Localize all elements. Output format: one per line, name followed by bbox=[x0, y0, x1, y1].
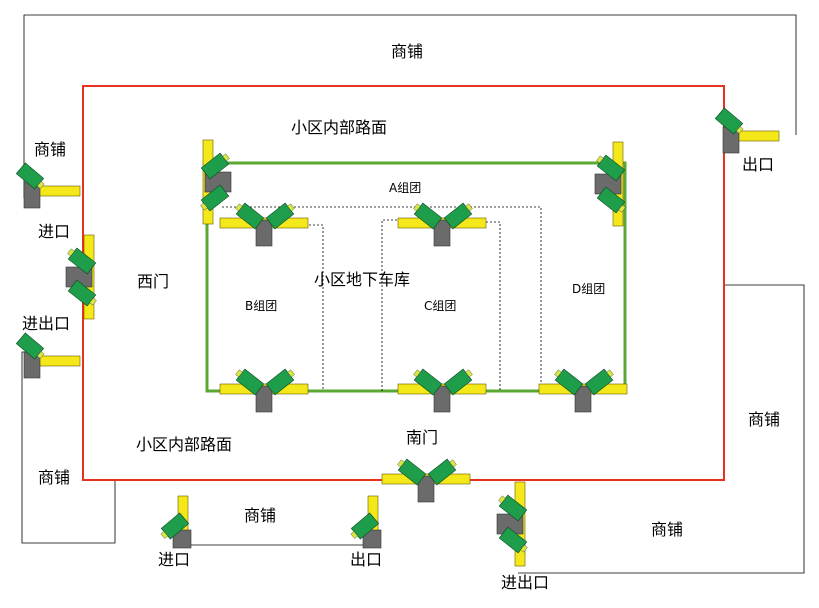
label-exit-top-right: 出口 bbox=[742, 155, 775, 174]
group-c-outline-right bbox=[478, 221, 501, 391]
label-shop-left-upper: 商铺 bbox=[34, 140, 67, 159]
barrier-gate-exit-top-right bbox=[714, 107, 780, 154]
barrier-gate-south bbox=[381, 456, 471, 503]
label-group-a: A组团 bbox=[389, 181, 422, 195]
barrier-gate-entrance-exit-left bbox=[15, 332, 81, 379]
label-west-gate: 西门 bbox=[137, 272, 170, 291]
barrier-gate-garage-top-left bbox=[197, 139, 233, 225]
label-south-gate: 南门 bbox=[406, 428, 439, 447]
label-internal-road-bottom: 小区内部路面 bbox=[136, 435, 233, 454]
barrier-gate-garage-top-right bbox=[593, 141, 629, 227]
label-shop-bottom-right: 商铺 bbox=[651, 520, 684, 539]
barrier-gate-garage-b-bottom bbox=[219, 366, 309, 413]
label-entrance-bottom: 进口 bbox=[158, 550, 191, 569]
label-group-c: C组团 bbox=[424, 299, 457, 313]
barrier-gate-garage-d-bottom bbox=[538, 366, 628, 413]
label-exit-bottom: 出口 bbox=[350, 550, 383, 569]
group-c-outline bbox=[381, 219, 408, 391]
label-entrance-exit-bottom: 进出口 bbox=[501, 573, 550, 592]
garage-boundary bbox=[205, 161, 627, 393]
label-group-d: D组团 bbox=[572, 282, 606, 296]
shop-outline-right bbox=[518, 284, 805, 574]
label-underground-garage: 小区地下车库 bbox=[314, 270, 411, 289]
group-b-outline bbox=[297, 224, 324, 391]
shop-outline-left-lower bbox=[21, 351, 116, 544]
barrier-gate-entrance-left bbox=[15, 162, 81, 209]
label-group-b: B组团 bbox=[245, 299, 278, 313]
barrier-gate-bottom-exit bbox=[347, 495, 382, 549]
barrier-gate-entrance-exit-bottom bbox=[495, 481, 531, 567]
barrier-gate-garage-b-top bbox=[219, 200, 309, 247]
label-internal-road-top: 小区内部路面 bbox=[291, 118, 388, 137]
label-shop-top: 商铺 bbox=[391, 42, 424, 61]
barrier-gate-garage-c-bottom bbox=[397, 366, 487, 413]
barrier-gate-garage-c-top bbox=[397, 200, 487, 247]
label-entrance-exit-left: 进出口 bbox=[22, 314, 71, 333]
group-a-outline bbox=[222, 206, 542, 391]
label-shop-left-lower: 商铺 bbox=[38, 468, 71, 487]
label-shop-right: 商铺 bbox=[748, 410, 781, 429]
barrier-gates bbox=[15, 107, 780, 567]
label-shop-bottom: 商铺 bbox=[244, 506, 277, 525]
label-entrance-left: 进口 bbox=[38, 222, 71, 241]
barrier-gate-bottom-entrance bbox=[157, 495, 192, 549]
shop-outline-top bbox=[23, 14, 797, 198]
shop-outlines bbox=[21, 14, 805, 574]
